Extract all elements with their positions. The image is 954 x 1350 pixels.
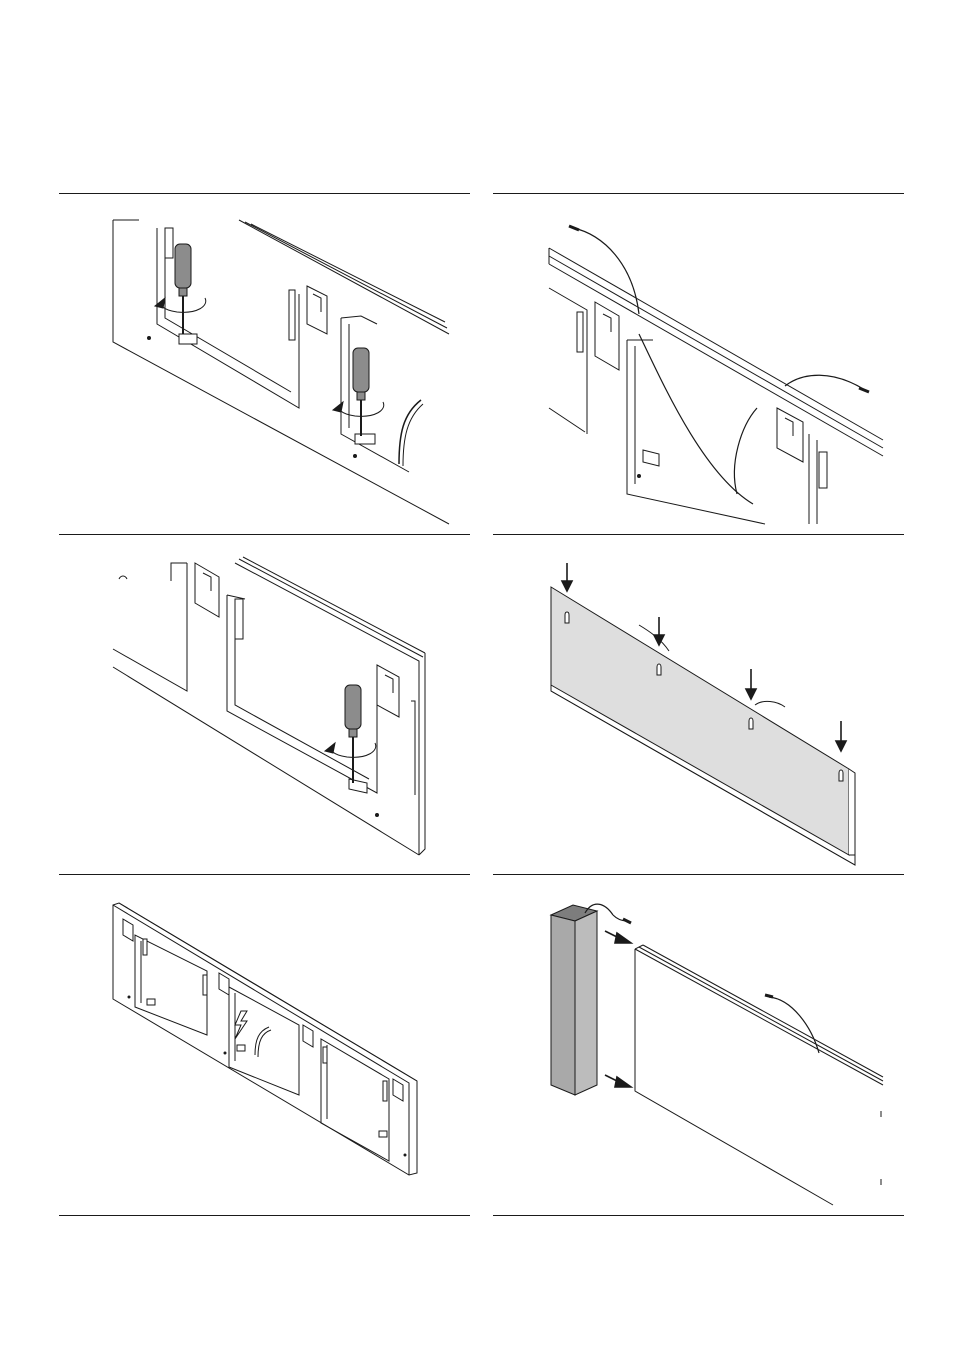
step-3-drawing xyxy=(59,535,469,875)
step-4-drawing xyxy=(493,535,903,875)
rule-right-bottom xyxy=(493,1215,904,1216)
step-5-drawing xyxy=(59,875,469,1215)
step-5-illustration xyxy=(59,875,469,1215)
step-1-drawing xyxy=(59,194,469,534)
step-2-drawing xyxy=(493,194,903,534)
attach-arrows xyxy=(605,931,631,1087)
step-6-drawing xyxy=(493,875,903,1215)
rule-left-bottom xyxy=(59,1215,470,1216)
step-3-illustration xyxy=(59,535,469,875)
side-column xyxy=(551,904,631,1095)
electric-warning-icon xyxy=(235,1011,247,1039)
step-1-illustration xyxy=(59,194,469,534)
step-6-illustration xyxy=(493,875,903,1215)
screwdriver-1 xyxy=(155,244,206,334)
step-2-illustration xyxy=(493,194,903,534)
step-4-illustration xyxy=(493,535,903,875)
